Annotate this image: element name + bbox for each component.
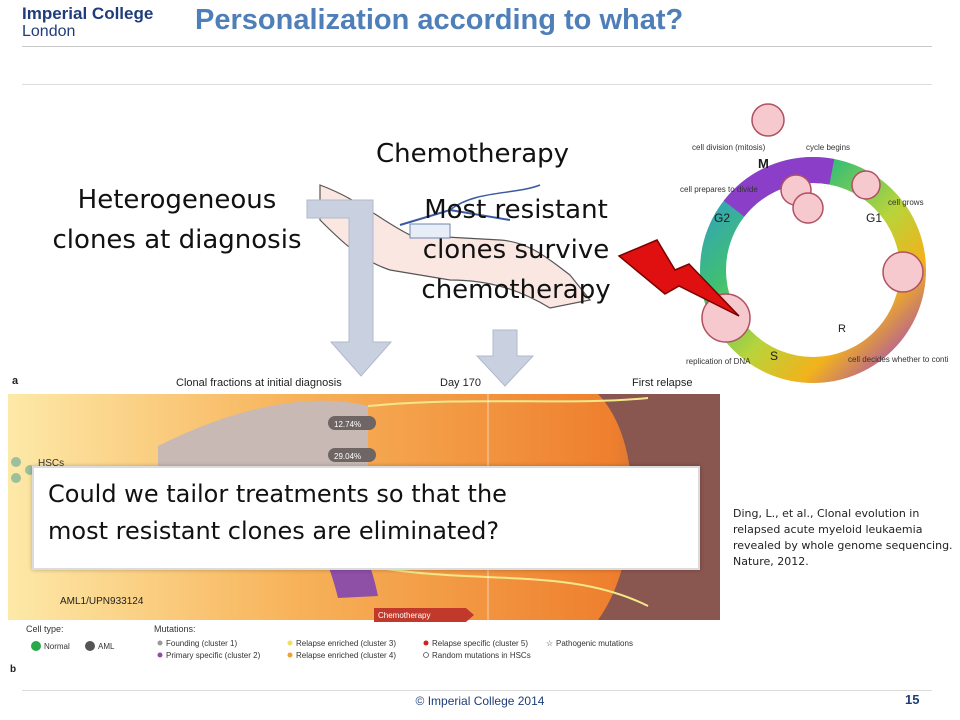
- lightning-bolt-icon: [617, 239, 740, 317]
- phase-g2: G2: [714, 211, 730, 225]
- survive-line1: Most resistant: [424, 195, 608, 225]
- ref-line2: relapsed acute myeloid leukaemia: [733, 523, 923, 536]
- hetero-line1: Heterogeneous: [77, 185, 277, 215]
- iv-hand-illustration: [319, 184, 592, 309]
- chemotherapy-label: Chemotherapy: [376, 139, 570, 169]
- col-relapse-label: First relapse: [632, 377, 693, 389]
- legend-m5: Relapse specific (cluster 5): [432, 639, 528, 648]
- phase-r: R: [838, 323, 846, 335]
- slide-title: Personalization according to what?: [195, 4, 684, 36]
- hsc-label: HSCs: [38, 458, 64, 469]
- resistant-clones-label: Most resistant clones survive chemothera…: [400, 190, 632, 310]
- logo-line2: London: [22, 23, 76, 40]
- logo-line1: Imperial College: [22, 4, 154, 23]
- gray-arrow-middle: [475, 329, 535, 387]
- ref-line4: Nature, 2012.: [733, 555, 809, 568]
- pct-label-2: 29.04%: [334, 452, 361, 461]
- col-diagnosis-label: Clonal fractions at initial diagnosis: [176, 377, 342, 389]
- legend-m7: Pathogenic mutations: [556, 639, 633, 648]
- gray-arrow-left: [306, 199, 393, 377]
- copyright-text: © Imperial College 2014: [415, 694, 545, 708]
- plot-legend: Cell type: Normal AML Mutations: Foundin…: [10, 624, 633, 672]
- phase-g1: G1: [866, 211, 882, 225]
- ref-line3: revealed by whole genome sequencing.: [733, 539, 953, 552]
- note-replication: replication of DNA: [686, 357, 751, 366]
- chemo-tag: Chemotherapy: [378, 611, 430, 620]
- ref-line1: Ding, L., et al., Clonal evolution in: [733, 507, 920, 520]
- legend-m4: Relapse enriched (cluster 4): [296, 651, 396, 660]
- header-divider-2: [22, 84, 932, 85]
- legend-aml: AML: [98, 642, 115, 651]
- survive-line3: chemotherapy: [421, 275, 611, 305]
- panel-a-label: a: [12, 375, 19, 387]
- legend-m1: Founding (cluster 1): [166, 639, 237, 648]
- note-grows: cell grows: [888, 198, 924, 207]
- citation: Ding, L., et al., Clonal evolution in re…: [733, 506, 958, 570]
- heterogeneous-clones-label: Heterogeneous clones at diagnosis: [22, 180, 332, 260]
- pct-label-1: 12.74%: [334, 420, 361, 429]
- footer-divider: [22, 690, 932, 691]
- col-day-label: Day 170: [440, 377, 481, 389]
- note-prepares: cell prepares to divide: [680, 185, 758, 194]
- note-cycle-begins: cycle begins: [806, 143, 850, 152]
- legend-mutations: Mutations:: [154, 624, 196, 634]
- legend-star-icon: ☆: [546, 639, 553, 648]
- legend-cell-type: Cell type:: [26, 624, 64, 634]
- page-number: 15: [905, 692, 920, 707]
- question-box: Could we tailor treatments so that the m…: [32, 466, 700, 570]
- survive-line2: clones survive: [422, 235, 610, 265]
- patient-id-label: AML1/UPN933124: [60, 596, 144, 607]
- legend-m2: Primary specific (cluster 2): [166, 651, 261, 660]
- imperial-logo: Imperial College London: [22, 5, 172, 41]
- note-decides: cell decides whether to continue: [848, 355, 948, 364]
- note-mitosis: cell division (mitosis): [692, 143, 766, 152]
- legend-m3: Relapse enriched (cluster 3): [296, 639, 396, 648]
- legend-m6: Random mutations in HSCs: [432, 651, 531, 660]
- legend-normal: Normal: [44, 642, 70, 651]
- header-divider: [22, 46, 932, 47]
- question-line1: Could we tailor treatments so that the: [48, 480, 507, 508]
- panel-b-label: b: [10, 664, 16, 672]
- phase-m: M: [758, 156, 769, 171]
- question-line2: most resistant clones are eliminated?: [48, 517, 500, 545]
- cell-cycle-diagram: M G1 S G2 R cell division (mitosis) cycl…: [680, 103, 948, 383]
- hetero-line2: clones at diagnosis: [52, 225, 302, 255]
- phase-s: S: [770, 349, 778, 363]
